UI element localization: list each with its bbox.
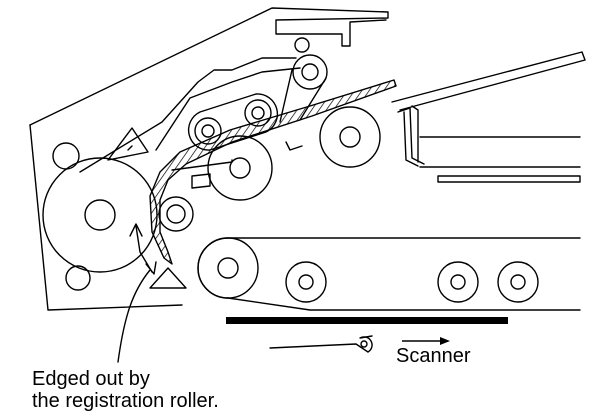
top-roller-large [292, 54, 328, 90]
scanner-label: Scanner [396, 345, 471, 367]
scanner-direction-arrow [402, 337, 450, 345]
inner-guide [79, 57, 297, 173]
guide-bracket-3 [285, 141, 303, 151]
scanner-lamp [360, 340, 368, 348]
drum-roller [42, 157, 158, 273]
top-roller-small [294, 37, 310, 53]
doc-table-bar [437, 175, 581, 183]
feed-roller-right [319, 106, 381, 168]
separation-pad [107, 127, 149, 161]
exit-tray-guide [397, 105, 425, 167]
transport-belt [197, 237, 581, 311]
label-leader-line [117, 269, 151, 363]
document-path-hatch [150, 80, 396, 264]
guide-bracket-2 [171, 159, 233, 171]
edged-out-arrow [135, 225, 153, 273]
edged-out-label-line1: Edged out by [32, 368, 150, 390]
inner-guide-lower [155, 67, 301, 151]
lower-pinch-roller [65, 265, 91, 291]
exit-tray [391, 51, 586, 111]
feeder-housing [29, 7, 389, 126]
lower-guide-triangle [149, 267, 187, 289]
edged-out-label-line2: the registration roller. [32, 390, 219, 412]
housing-left-wall [29, 124, 183, 311]
registration-roller [158, 196, 194, 232]
document-path-outline [149, 79, 397, 265]
scanner-carriage [269, 335, 373, 353]
upper-pinch-roller [52, 142, 80, 170]
guide-bracket-1 [191, 173, 211, 189]
platen-glass [226, 317, 508, 324]
